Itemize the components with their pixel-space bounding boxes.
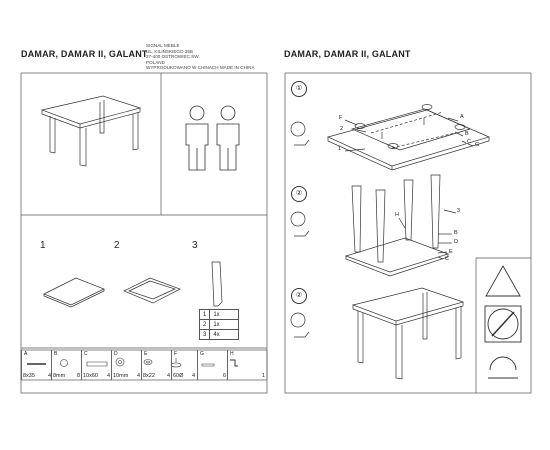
hardware-size: 8x35 bbox=[23, 373, 35, 379]
hardware-label: F bbox=[174, 351, 178, 357]
part-id: 2 bbox=[198, 319, 211, 330]
callout-label: B bbox=[454, 230, 458, 236]
hardware-cell-b: B 8mm 8 bbox=[51, 350, 82, 380]
step2-illustration bbox=[344, 174, 457, 277]
part-leg bbox=[211, 261, 223, 307]
hardware-label: B bbox=[54, 351, 58, 357]
manufacturer-line: SIGNAL MEBLE bbox=[146, 43, 180, 48]
left-page-frame bbox=[20, 72, 268, 394]
step-marker-3: ② bbox=[291, 288, 307, 304]
right-page-frame bbox=[284, 72, 532, 394]
step1-illustration bbox=[326, 104, 491, 171]
hardware-cell-h: H 1 bbox=[227, 350, 268, 380]
callout-label: F bbox=[339, 115, 343, 121]
part-frame bbox=[123, 277, 181, 304]
hardware-qty: 4 bbox=[167, 373, 171, 379]
hardware-size: 8x22 bbox=[143, 373, 155, 379]
warning-icons bbox=[484, 265, 522, 379]
hardware-size: 8mm bbox=[53, 373, 66, 379]
hardware-qty: 1 bbox=[262, 373, 266, 379]
hardware-qty: 4 bbox=[107, 373, 111, 379]
part-id: 1 bbox=[198, 309, 211, 320]
hardware-cell-e: E 8x22 4 bbox=[141, 350, 172, 380]
two-person-icon bbox=[185, 105, 240, 171]
part-qty: 1x bbox=[209, 309, 240, 320]
callout-label: H bbox=[395, 212, 399, 218]
callout-label: E bbox=[449, 249, 453, 255]
part-tabletop bbox=[43, 277, 105, 308]
callout-label: 3 bbox=[457, 208, 461, 214]
callout-label: G bbox=[475, 142, 480, 148]
manufacturer-line: UL. KILIŃSKIEGO 35B bbox=[146, 48, 193, 54]
callout-label: C bbox=[467, 139, 471, 145]
table-illustration bbox=[40, 95, 142, 167]
manufacturer-info: SIGNAL MEBLE UL. KILIŃSKIEGO 35B 27-400 … bbox=[146, 43, 286, 71]
manufacturer-line: WYPRODUKOWANO W CHINACH MADE IN CHINA bbox=[146, 65, 255, 71]
part-qty: 4x bbox=[209, 329, 240, 340]
hardware-cell-f: F 60Ø 4 bbox=[171, 350, 198, 380]
hardware-cell-c: C 10x60 4 bbox=[81, 350, 112, 380]
part-number-2: 2 bbox=[114, 240, 120, 251]
step-marker-1: ① bbox=[291, 81, 307, 97]
hardware-label: G bbox=[200, 351, 204, 357]
right-page-title: DAMAR, DAMAR II, GALANT bbox=[284, 49, 411, 59]
callout-label: B bbox=[465, 131, 469, 137]
hardware-label: A bbox=[24, 351, 28, 357]
hardware-size: 60Ø bbox=[173, 373, 184, 379]
hardware-label: C bbox=[84, 351, 88, 357]
hardware-cell-g: G 6 bbox=[197, 350, 228, 380]
hardware-size: 10x60 bbox=[83, 373, 98, 379]
callout-label: 1 bbox=[338, 146, 342, 152]
callout-label: D bbox=[454, 239, 458, 245]
hardware-qty: 4 bbox=[192, 373, 196, 379]
step3-illustration bbox=[351, 287, 465, 380]
hardware-label: E bbox=[144, 351, 148, 357]
part-id: 3 bbox=[198, 329, 211, 340]
hardware-label: D bbox=[114, 351, 118, 357]
hardware-cell-a: A 8x35 4 bbox=[21, 350, 52, 380]
hardware-size: 10mm bbox=[113, 373, 129, 379]
callout-label: A bbox=[460, 114, 464, 120]
hardware-cell-d: D 10mm 4 bbox=[111, 350, 142, 380]
part-number-3: 3 bbox=[192, 240, 198, 251]
hardware-qty: 4 bbox=[137, 373, 141, 379]
hardware-label: H bbox=[230, 351, 234, 357]
part-number-1: 1 bbox=[40, 240, 46, 251]
callout-label: C bbox=[445, 256, 449, 262]
step-marker-2: ② bbox=[291, 186, 307, 202]
hardware-icons bbox=[27, 357, 238, 368]
hardware-qty: 8 bbox=[77, 373, 81, 379]
manufacturer-line: 27-400 OSTROWIEC ŚW. bbox=[146, 54, 200, 60]
hardware-qty: 4 bbox=[48, 373, 52, 379]
callout-label: 2 bbox=[340, 126, 344, 132]
step-tool-icons bbox=[290, 121, 310, 338]
left-page-title: DAMAR, DAMAR II, GALANT bbox=[21, 49, 148, 59]
part-qty: 1x bbox=[209, 319, 240, 330]
manufacturer-line: POLAND bbox=[146, 59, 165, 65]
hardware-qty: 6 bbox=[223, 373, 227, 379]
